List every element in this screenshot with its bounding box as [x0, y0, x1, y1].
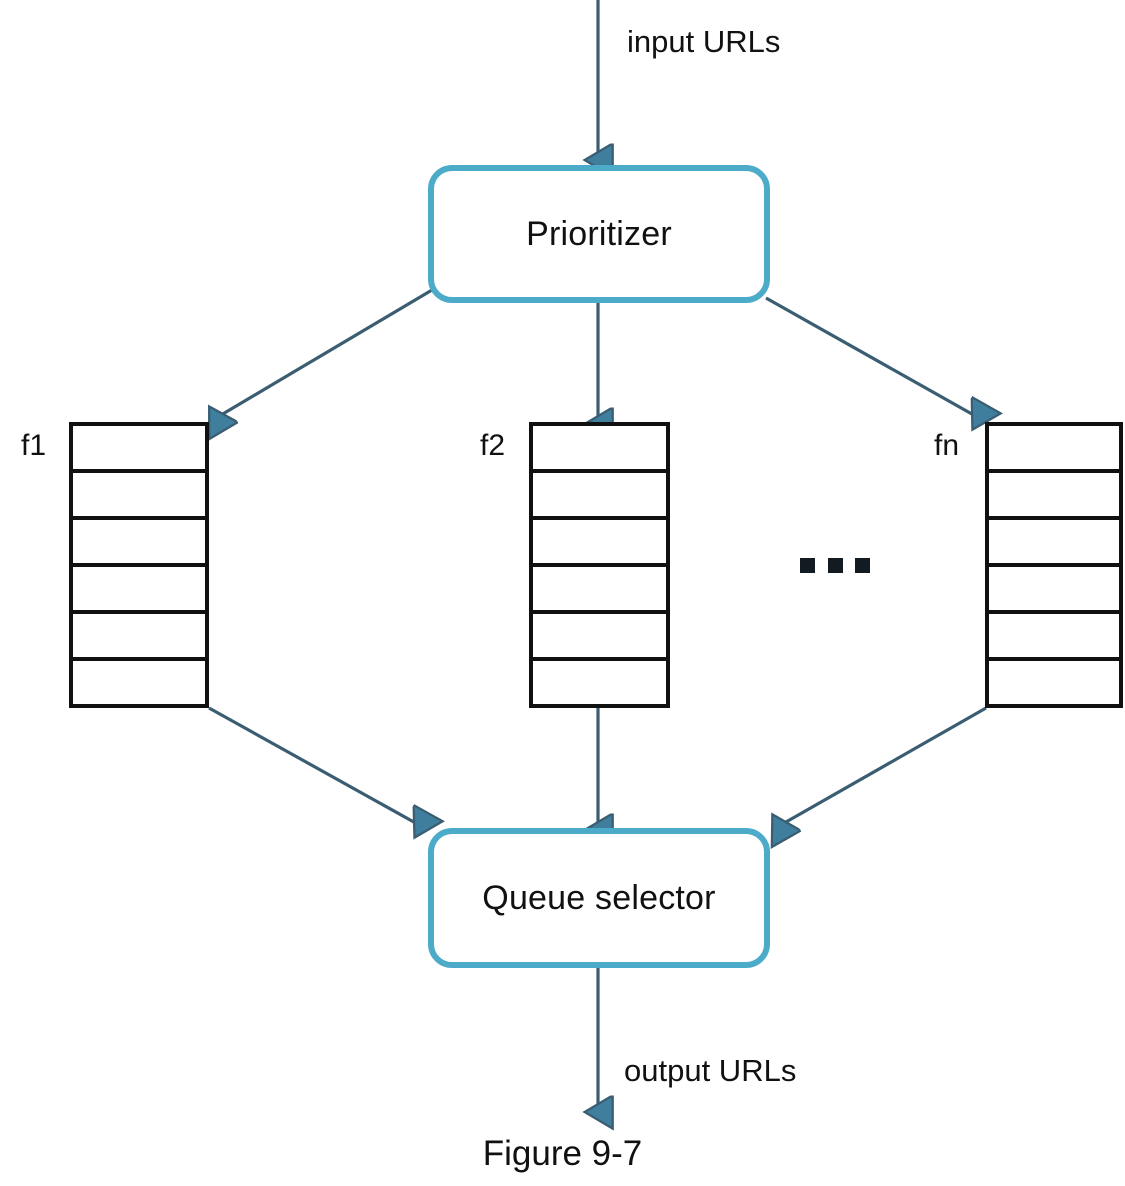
queue-fn[interactable] [985, 422, 1123, 708]
queue-cell [69, 657, 209, 708]
queue-cell [985, 422, 1123, 469]
queue-cell [985, 469, 1123, 516]
queue-cell [69, 563, 209, 610]
ellipsis-dot [800, 558, 815, 573]
queue-f1[interactable] [69, 422, 209, 708]
arrow-fn-to-queue-selector [779, 706, 987, 826]
queue-selector-node[interactable]: Queue selector [428, 828, 770, 968]
queue-selector-label: Queue selector [482, 879, 716, 917]
ellipsis-dot [855, 558, 870, 573]
queue-cell [985, 516, 1123, 563]
prioritizer-node[interactable]: Prioritizer [428, 165, 770, 303]
queue-cell [69, 469, 209, 516]
ellipsis-icon [800, 558, 870, 573]
queue-cell [985, 563, 1123, 610]
queue-label-f2: f2 [480, 429, 506, 462]
queue-cell [69, 516, 209, 563]
queue-f2[interactable] [529, 422, 670, 708]
queue-cell [529, 516, 670, 563]
queue-label-fn: fn [934, 429, 960, 462]
arrow-prioritizer-to-fn [765, 296, 979, 418]
input-urls-label: input URLs [627, 24, 781, 59]
arrow-f1-to-queue-selector [208, 706, 421, 826]
figure-caption: Figure 9-7 [482, 1134, 643, 1173]
queue-cell [529, 657, 670, 708]
queue-cell [529, 563, 670, 610]
prioritizer-label: Prioritizer [526, 215, 672, 253]
output-urls-label: output URLs [624, 1053, 797, 1088]
queue-cell [985, 657, 1123, 708]
queue-cell [69, 422, 209, 469]
queue-cell [529, 610, 670, 657]
ellipsis-dot [827, 558, 843, 573]
queue-label-f1: f1 [21, 429, 47, 462]
queue-cell [69, 610, 209, 657]
arrow-prioritizer-to-f1 [216, 288, 433, 418]
queue-cell [529, 422, 670, 469]
queue-cell [529, 469, 670, 516]
queue-cell [985, 610, 1123, 657]
